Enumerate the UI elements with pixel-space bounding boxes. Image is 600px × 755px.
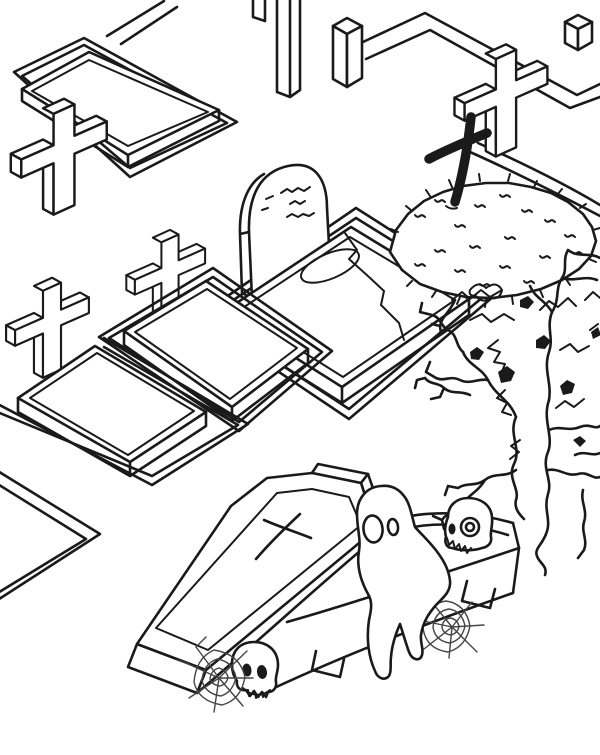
left-twigs [413,376,472,401]
grave-plot-top-right [563,13,594,52]
skull-on-ground [230,640,280,699]
ghost-eye-left [362,514,384,544]
skull2-teeth [242,687,271,699]
skull-on-coffin-rim [443,496,494,554]
grave-slab-lower-left [0,336,250,487]
lid-top-face [135,471,378,672]
epitaph-scribbles [261,186,315,218]
grass-mound [388,173,600,308]
skull1-eye [464,521,476,533]
skull1-eye-left [448,523,456,535]
skull1-teeth [446,537,472,554]
lid-cross-sketch [254,512,313,561]
spider-web-left [176,636,254,713]
coffin-handle-left [310,649,346,679]
coffin-handle-right [460,579,497,610]
black-cross [424,112,492,210]
canopy-scribbles [451,283,600,460]
plot-border-bottom-left [0,470,102,600]
skull2-eye-right [256,665,268,679]
trunk-right-line [535,398,552,577]
ghost-eye-right [386,517,400,537]
crack [344,232,405,341]
grave-plot-upper-left [12,0,239,179]
trunk-left-line [510,415,526,521]
mound-edge-scraggle [390,173,600,308]
oval-plaque [300,248,360,284]
grave-plot-top-center [331,11,600,110]
ghost [355,484,452,680]
broken-cross-posts [251,0,302,99]
dead-tree [413,248,600,577]
